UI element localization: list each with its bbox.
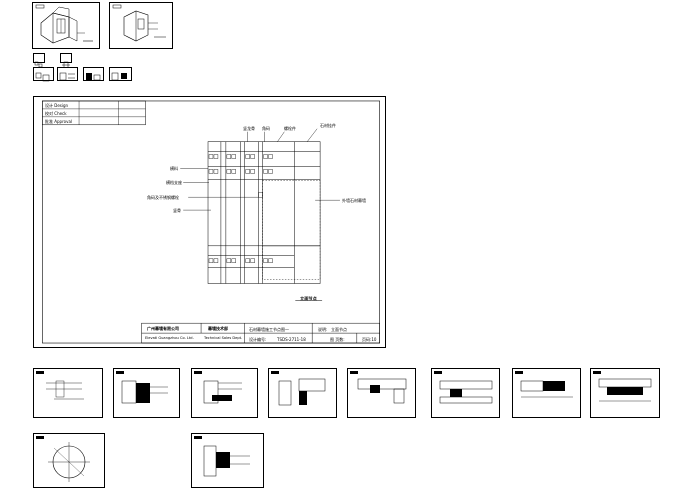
sheet-thumbnail-bottom-2[interactable] <box>191 433 264 488</box>
small-thumbnail-2[interactable] <box>60 53 72 69</box>
section-drawing-icon <box>194 436 250 477</box>
section-drawing-icon <box>434 371 493 404</box>
section-drawing-icon <box>350 371 407 404</box>
title-value: 立面节点 <box>331 327 347 332</box>
small-thumbnail-5[interactable] <box>83 67 104 81</box>
callout-anchor-bolt: 角码及不锈钢螺栓 <box>147 195 179 200</box>
callout-stone-hanger: 石材挂件 <box>320 123 336 128</box>
drawing-number: TSDS-2711-18 <box>277 337 306 342</box>
callout-vertical-keel: 竖龙骨 <box>243 126 255 131</box>
callout-bolt: 螺栓件 <box>284 126 296 131</box>
main-drawing-sheet[interactable]: 设计 Design 校对 Check 批准 Approval 竖龙骨 角码 螺栓… <box>33 96 386 348</box>
sheet-number: 页码:10 <box>362 337 377 342</box>
revision-row-design: 设计 Design <box>45 103 69 108</box>
callout-horizontal-member: 横料 <box>170 166 178 171</box>
sheet-thumbnail-row-3[interactable] <box>191 368 258 418</box>
callout-vertical-bone: 竖骨 <box>173 208 181 213</box>
section-drawing-icon <box>116 371 168 404</box>
detail-drawing-icon <box>112 4 166 42</box>
sheet-thumbnail-1[interactable] <box>32 2 100 49</box>
callout-exterior-stone: 外墙石材幕墙 <box>342 198 366 203</box>
circular-detail-icon <box>36 436 90 482</box>
drawing-number-label: 设计编号: <box>249 337 267 342</box>
isometric-drawing-icon <box>35 4 93 44</box>
callout-support: 横档支座 <box>166 180 182 185</box>
sheet-count-label: 图 页数: <box>330 337 345 342</box>
company-name-en: Elevati Guangzhou Co. Ltd. <box>145 336 194 340</box>
sheet-thumbnail-row-7[interactable] <box>512 368 581 418</box>
callout-angle-code: 角码 <box>262 126 270 131</box>
mini-drawing-icon <box>59 72 75 81</box>
mini-drawing-icon <box>86 73 101 81</box>
small-thumbnail-1[interactable] <box>33 53 45 68</box>
sheet-thumbnail-row-4[interactable] <box>268 368 337 418</box>
sheet-thumbnail-row-8[interactable] <box>590 368 660 418</box>
section-drawing-icon <box>271 371 326 406</box>
section-drawing-icon <box>515 371 573 398</box>
sheet-thumbnail-2[interactable] <box>109 2 173 49</box>
small-thumbnail-6[interactable] <box>109 67 132 81</box>
section-drawing-icon <box>36 371 84 400</box>
sheet-thumbnail-row-1[interactable] <box>33 368 103 418</box>
sheet-thumbnail-row-2[interactable] <box>113 368 180 418</box>
small-thumbnail-3[interactable] <box>33 67 54 82</box>
sheet-thumbnail-bottom-1[interactable] <box>33 433 105 488</box>
mini-drawing-icon <box>35 72 50 82</box>
elevation-drawing <box>42 100 380 344</box>
title-label: 说明: <box>318 327 328 332</box>
section-drawing-icon <box>593 371 652 402</box>
sheet-thumbnail-row-6[interactable] <box>431 368 500 418</box>
mini-drawing-icon <box>111 72 127 81</box>
revision-row-approval: 批准 Approval <box>45 119 73 124</box>
sheet-thumbnail-row-5[interactable] <box>347 368 416 418</box>
project-name: 石材幕墙施工节点图一 <box>249 327 289 332</box>
drawing-title: 立面节点 <box>300 296 317 301</box>
section-drawing-icon <box>194 371 242 404</box>
department-en: Technical Sales Dept. <box>204 336 243 340</box>
revision-row-check: 校对 Check <box>45 111 67 116</box>
small-thumbnail-4[interactable] <box>57 67 78 81</box>
department-cn: 幕墙技术部 <box>208 326 228 331</box>
company-name-cn: 广州幕墙有限公司 <box>147 326 179 331</box>
